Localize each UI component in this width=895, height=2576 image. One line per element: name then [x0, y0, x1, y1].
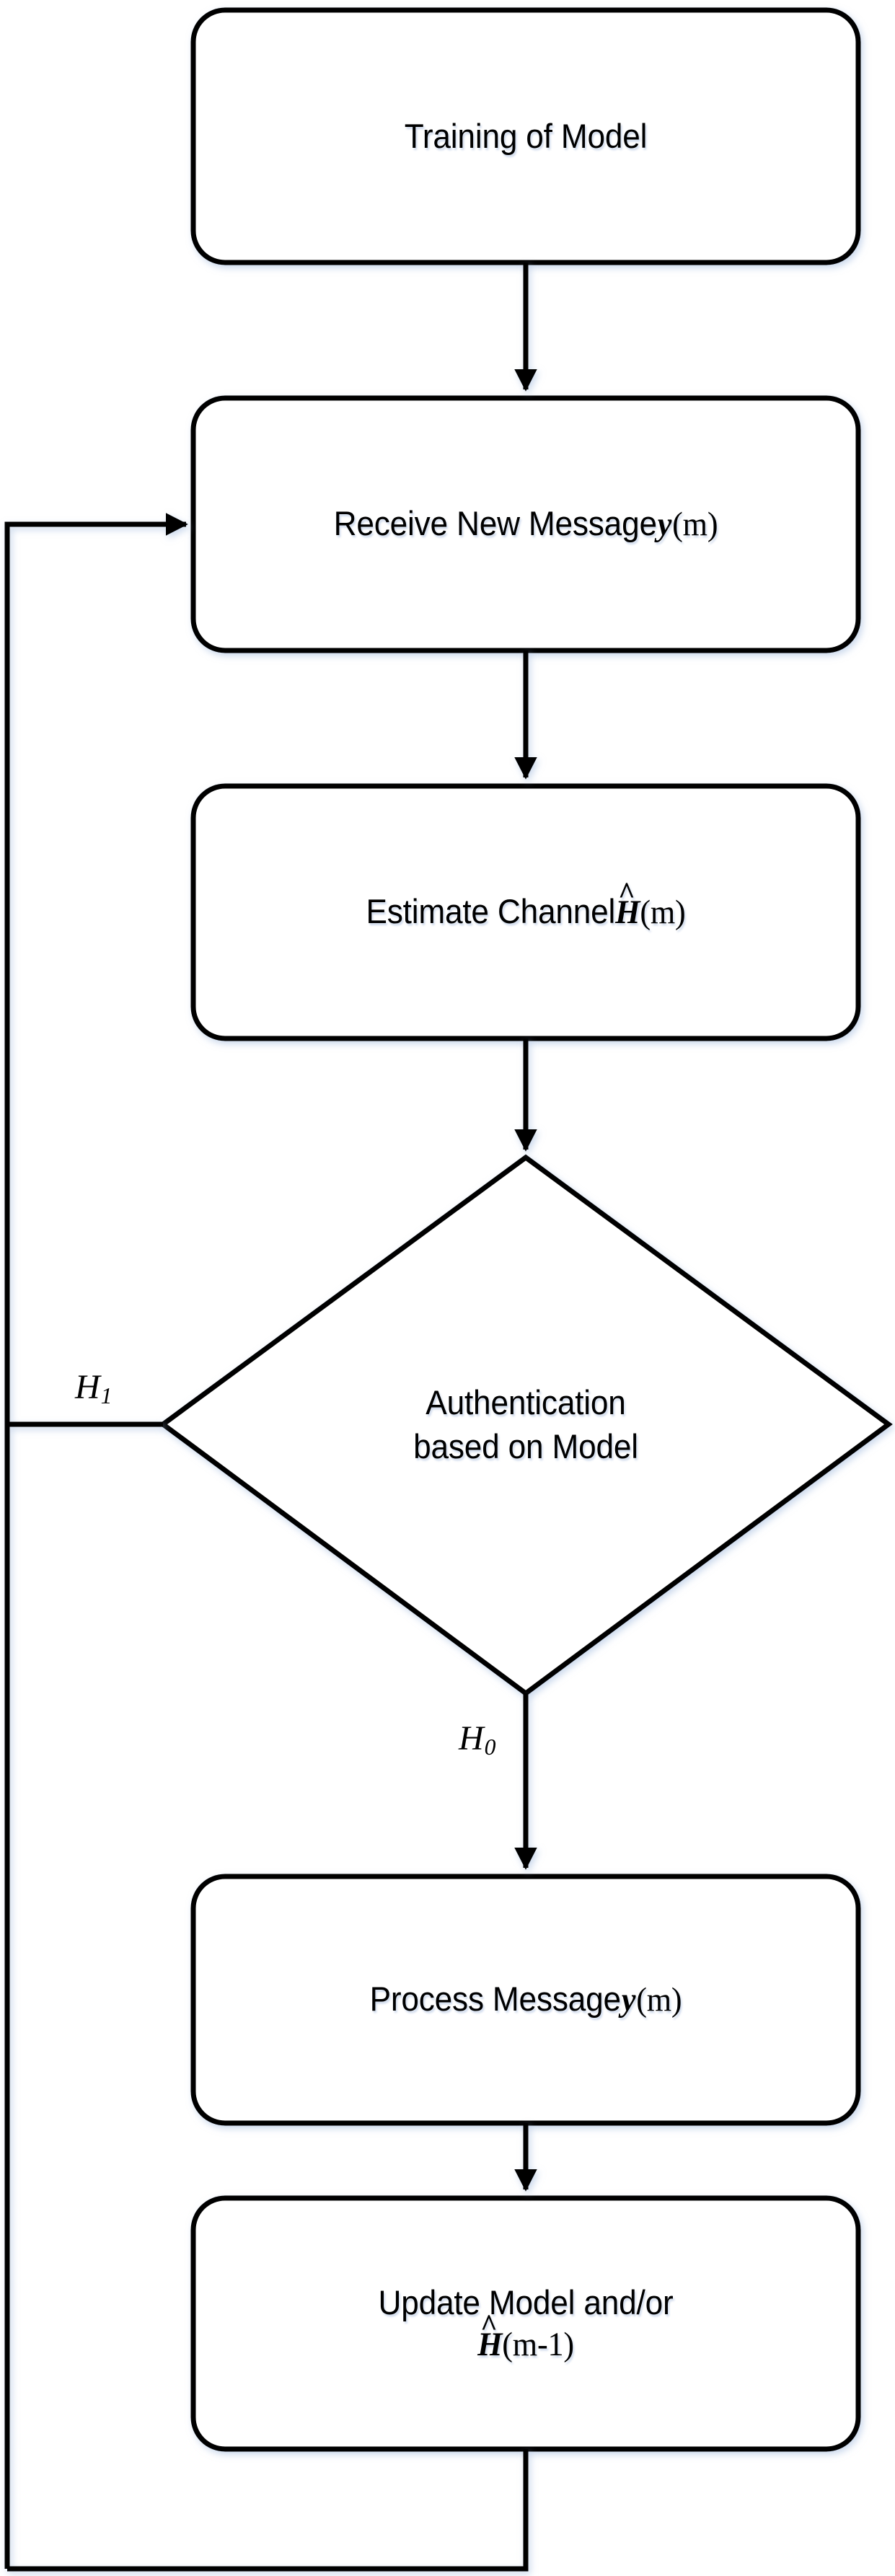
node-process-message[interactable] [190, 1874, 861, 2126]
edge-left-rail-to-receive [4, 513, 188, 2569]
node-update-model[interactable] [190, 2195, 861, 2452]
node-training-of-model[interactable] [190, 7, 861, 265]
edge-update-bottom-loop [7, 2449, 529, 2572]
node-receive-new-message[interactable] [190, 395, 861, 653]
node-authentication-decision[interactable] [159, 1154, 893, 1697]
node-estimate-channel[interactable] [190, 783, 861, 1041]
